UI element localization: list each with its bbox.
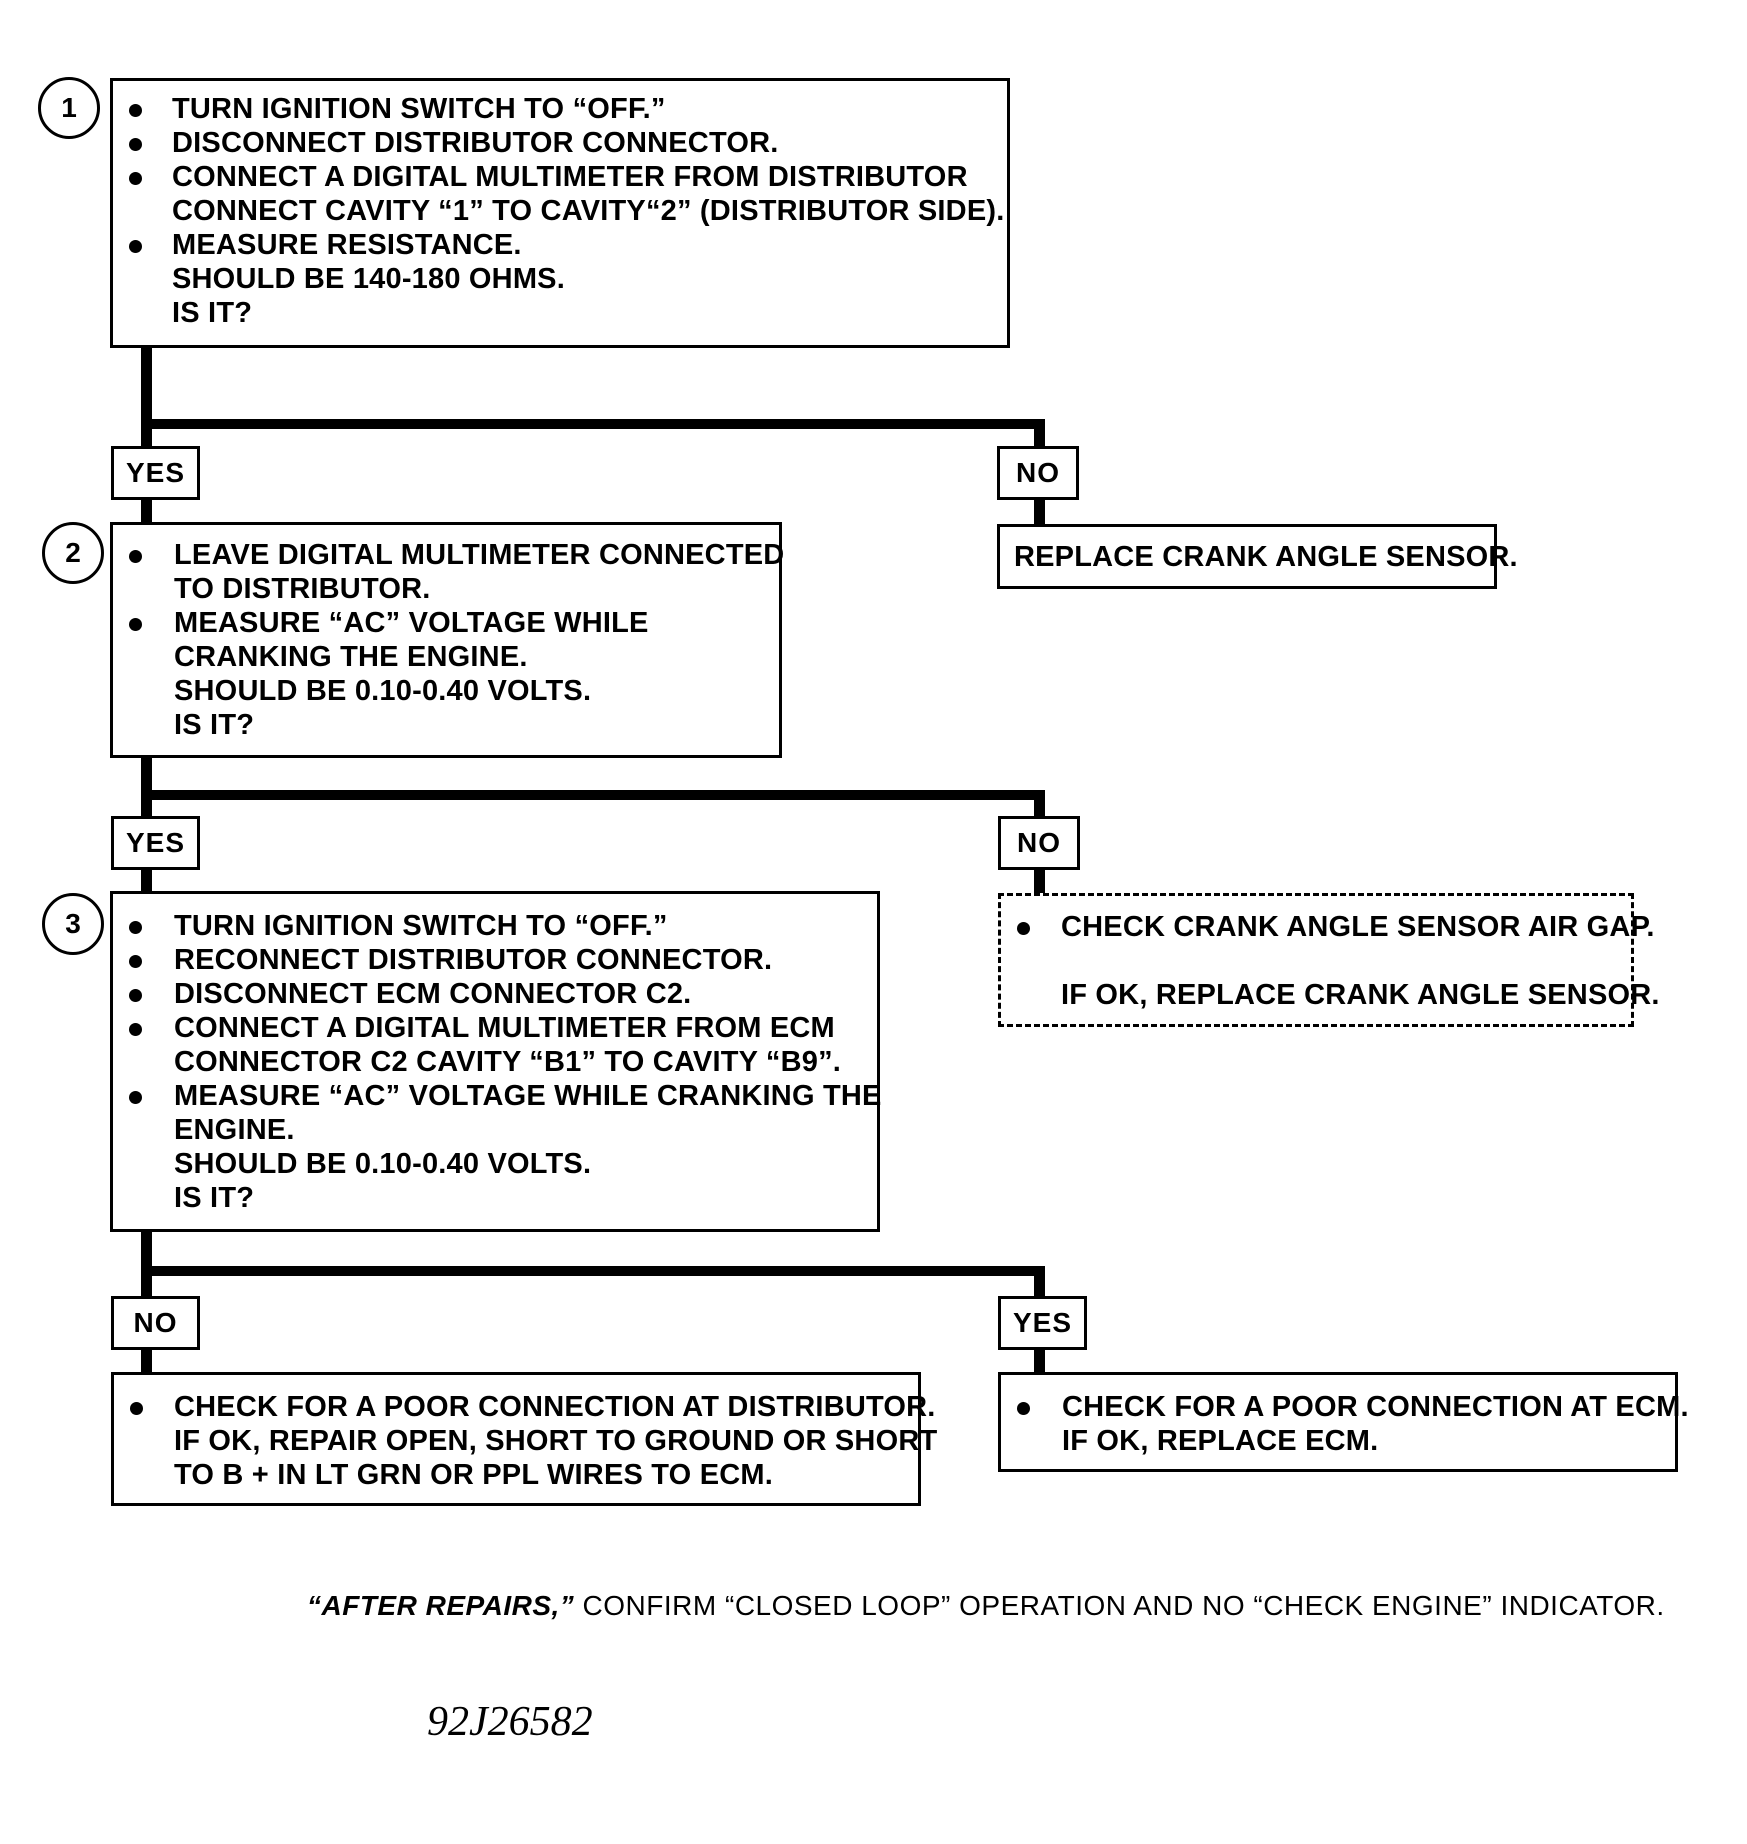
branch3-horizontal-line: [141, 1266, 1045, 1276]
bullet-icon: [129, 955, 142, 968]
step3-number: 3: [65, 908, 81, 939]
after-repairs-rest: CONFIRM “CLOSED LOOP” OPERATION AND NO “…: [574, 1590, 1665, 1621]
bullet-icon: [129, 550, 142, 563]
branch3-yes-result-line-2: IF OK, REPLACE ECM.: [1062, 1425, 1379, 1457]
branch3-yes-label: YES: [998, 1296, 1087, 1350]
branch3-no-result-line-2: IF OK, REPAIR OPEN, SHORT TO GROUND OR S…: [174, 1425, 938, 1457]
branch2-no-result-line-2: IF OK, REPLACE CRANK ANGLE SENSOR.: [1061, 979, 1660, 1011]
branch2-no-label: NO: [998, 816, 1080, 870]
branch2-no-result-box: CHECK CRANK ANGLE SENSOR AIR GAP. IF OK,…: [998, 893, 1659, 1027]
branch3-no-label: NO: [111, 1296, 200, 1350]
step3-number-circle: 3: [42, 893, 104, 955]
step1-line-7: IS IT?: [172, 297, 253, 329]
step3-line-6: MEASURE “AC” VOLTAGE WHILE CRANKING THE: [174, 1080, 882, 1112]
step2-number-circle: 2: [42, 522, 104, 584]
branch2-no-to-result-line: [1034, 869, 1045, 896]
bullet-icon: [129, 989, 142, 1002]
step1-number-circle: 1: [38, 77, 100, 139]
bullet-icon: [129, 1023, 142, 1036]
bullet-icon: [129, 172, 142, 185]
after-repairs-italic: “AFTER REPAIRS,”: [307, 1590, 575, 1621]
step3-line-3: DISCONNECT ECM CONNECTOR C2.: [174, 978, 692, 1010]
branch3-no-result-box: CHECK FOR A POOR CONNECTION AT DISTRIBUT…: [111, 1372, 937, 1506]
bullet-icon: [129, 618, 142, 631]
step3-box: TURN IGNITION SWITCH TO “OFF.” RECONNECT…: [110, 891, 882, 1232]
step1-trunk-line: [141, 345, 152, 448]
step3-line-5: CONNECTOR C2 CAVITY “B1” TO CAVITY “B9”.: [174, 1046, 842, 1078]
branch2-horizontal-line: [141, 790, 1045, 800]
bullet-icon: [129, 138, 142, 151]
step2-number: 2: [65, 537, 81, 568]
branch3-no-result-line-3: TO B + IN LT GRN OR PPL WIRES TO ECM.: [174, 1459, 773, 1491]
step2-line-6: IS IT?: [174, 709, 255, 741]
step1-line-3: CONNECT A DIGITAL MULTIMETER FROM DISTRI…: [172, 161, 968, 193]
branch3-no-result-line-1: CHECK FOR A POOR CONNECTION AT DISTRIBUT…: [174, 1391, 936, 1423]
step1-line-4: CONNECT CAVITY “1” TO CAVITY“2” (DISTRIB…: [172, 195, 1005, 227]
branch2-no-drop-line: [1034, 790, 1045, 820]
step1-line-1: TURN IGNITION SWITCH TO “OFF.”: [172, 93, 666, 125]
step1-box: TURN IGNITION SWITCH TO “OFF.” DISCONNEC…: [110, 78, 1010, 348]
step2-line-2: TO DISTRIBUTOR.: [174, 573, 431, 605]
step2-line-3: MEASURE “AC” VOLTAGE WHILE: [174, 607, 649, 639]
step3-line-2: RECONNECT DISTRIBUTOR CONNECTOR.: [174, 944, 773, 976]
bullet-icon: [129, 1091, 142, 1104]
step1-number: 1: [61, 92, 77, 123]
step2-box: LEAVE DIGITAL MULTIMETER CONNECTED TO DI…: [110, 522, 785, 758]
branch2-no-result-line-1: CHECK CRANK ANGLE SENSOR AIR GAP.: [1061, 911, 1655, 943]
step1-line-2: DISCONNECT DISTRIBUTOR CONNECTOR.: [172, 127, 779, 159]
branch1-yes-label: YES: [111, 446, 200, 500]
branch3-yes-to-result-line: [1034, 1348, 1045, 1376]
step1-line-5: MEASURE RESISTANCE.: [172, 229, 522, 261]
step3-line-7: ENGINE.: [174, 1114, 295, 1146]
branch1-yes-to-step2-line: [141, 498, 152, 526]
bullet-icon: [129, 240, 142, 253]
step3-line-1: TURN IGNITION SWITCH TO “OFF.”: [174, 910, 668, 942]
branch1-no-label: NO: [997, 446, 1079, 500]
step2-trunk-line: [141, 755, 152, 820]
step3-line-8: SHOULD BE 0.10-0.40 VOLTS.: [174, 1148, 592, 1180]
step2-line-5: SHOULD BE 0.10-0.40 VOLTS.: [174, 675, 592, 707]
bullet-icon: [1017, 1402, 1030, 1415]
bullet-icon: [129, 921, 142, 934]
step2-line-4: CRANKING THE ENGINE.: [174, 641, 528, 673]
branch3-no-to-result-line: [141, 1348, 152, 1376]
bullet-icon: [130, 1402, 143, 1415]
after-repairs-note: “AFTER REPAIRS,” CONFIRM “CLOSED LOOP” O…: [307, 1590, 1665, 1622]
branch3-yes-result-line-1: CHECK FOR A POOR CONNECTION AT ECM.: [1062, 1391, 1689, 1423]
branch3-yes-drop-line: [1034, 1266, 1045, 1300]
branch1-no-to-result-line: [1034, 499, 1045, 527]
step3-line-9: IS IT?: [174, 1182, 255, 1214]
step3-trunk-line: [141, 1230, 152, 1300]
step1-line-6: SHOULD BE 140-180 OHMS.: [172, 263, 565, 295]
branch3-yes-result-box: CHECK FOR A POOR CONNECTION AT ECM. IF O…: [998, 1372, 1689, 1472]
branch1-no-result-text: REPLACE CRANK ANGLE SENSOR.: [1014, 541, 1518, 573]
branch1-horizontal-line: [141, 419, 1045, 429]
step2-line-1: LEAVE DIGITAL MULTIMETER CONNECTED: [174, 539, 785, 571]
branch2-yes-label: YES: [111, 816, 200, 870]
bullet-icon: [129, 104, 142, 117]
branch2-yes-to-step3-line: [141, 868, 152, 895]
figure-code: 92J26582: [427, 1699, 593, 1745]
branch1-no-result-box: REPLACE CRANK ANGLE SENSOR.: [997, 524, 1518, 589]
bullet-icon: [1017, 922, 1030, 935]
branch1-no-drop-line: [1034, 419, 1045, 448]
step3-line-4: CONNECT A DIGITAL MULTIMETER FROM ECM: [174, 1012, 835, 1044]
